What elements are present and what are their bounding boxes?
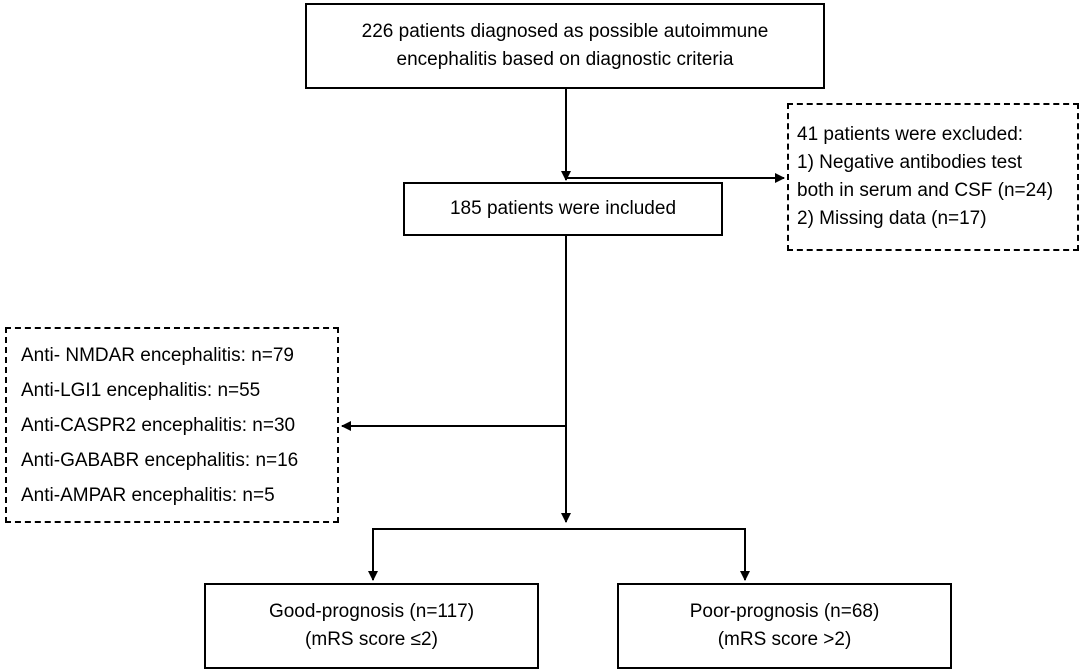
excluded-patients-box: 41 patients were excluded: 1) Negative a…: [787, 103, 1079, 251]
good-prognosis-criterion: (mRS score ≤2): [305, 629, 438, 650]
subtype-ampar: Anti-AMPAR encephalitis: n=5: [21, 484, 275, 506]
excluded-line-2: 1) Negative antibodies test: [797, 152, 1022, 173]
poor-prognosis-box: Poor-prognosis (n=68) (mRS score >2): [617, 583, 952, 669]
poor-prognosis-title: Poor-prognosis (n=68): [689, 601, 880, 622]
encephalitis-subtypes-box: Anti- NMDAR encephalitis: n=79 Anti-LGI1…: [5, 327, 339, 523]
subtype-nmdar: Anti- NMDAR encephalitis: n=79: [21, 344, 294, 366]
subtype-lgi1: Anti-LGI1 encephalitis: n=55: [21, 379, 261, 401]
subtype-gababr: Anti-GABABR encephalitis: n=16: [21, 449, 299, 471]
screened-line-2: encephalitis based on diagnostic criteri…: [396, 49, 734, 70]
excluded-line-1: 41 patients were excluded:: [797, 124, 1024, 145]
excluded-line-3: both in serum and CSF (n=24): [797, 180, 1054, 201]
included-text: 185 patients were included: [449, 198, 677, 219]
good-prognosis-title: Good-prognosis (n=117): [268, 601, 475, 622]
included-patients-box: 185 patients were included: [403, 182, 723, 236]
subtype-caspr2: Anti-CASPR2 encephalitis: n=30: [21, 414, 296, 436]
screened-line-1: 226 patients diagnosed as possible autoi…: [361, 21, 769, 42]
poor-prognosis-criterion: (mRS score >2): [717, 629, 852, 650]
screened-patients-box: 226 patients diagnosed as possible autoi…: [305, 3, 825, 89]
excluded-line-4: 2) Missing data (n=17): [797, 208, 987, 229]
good-prognosis-box: Good-prognosis (n=117) (mRS score ≤2): [204, 583, 539, 669]
